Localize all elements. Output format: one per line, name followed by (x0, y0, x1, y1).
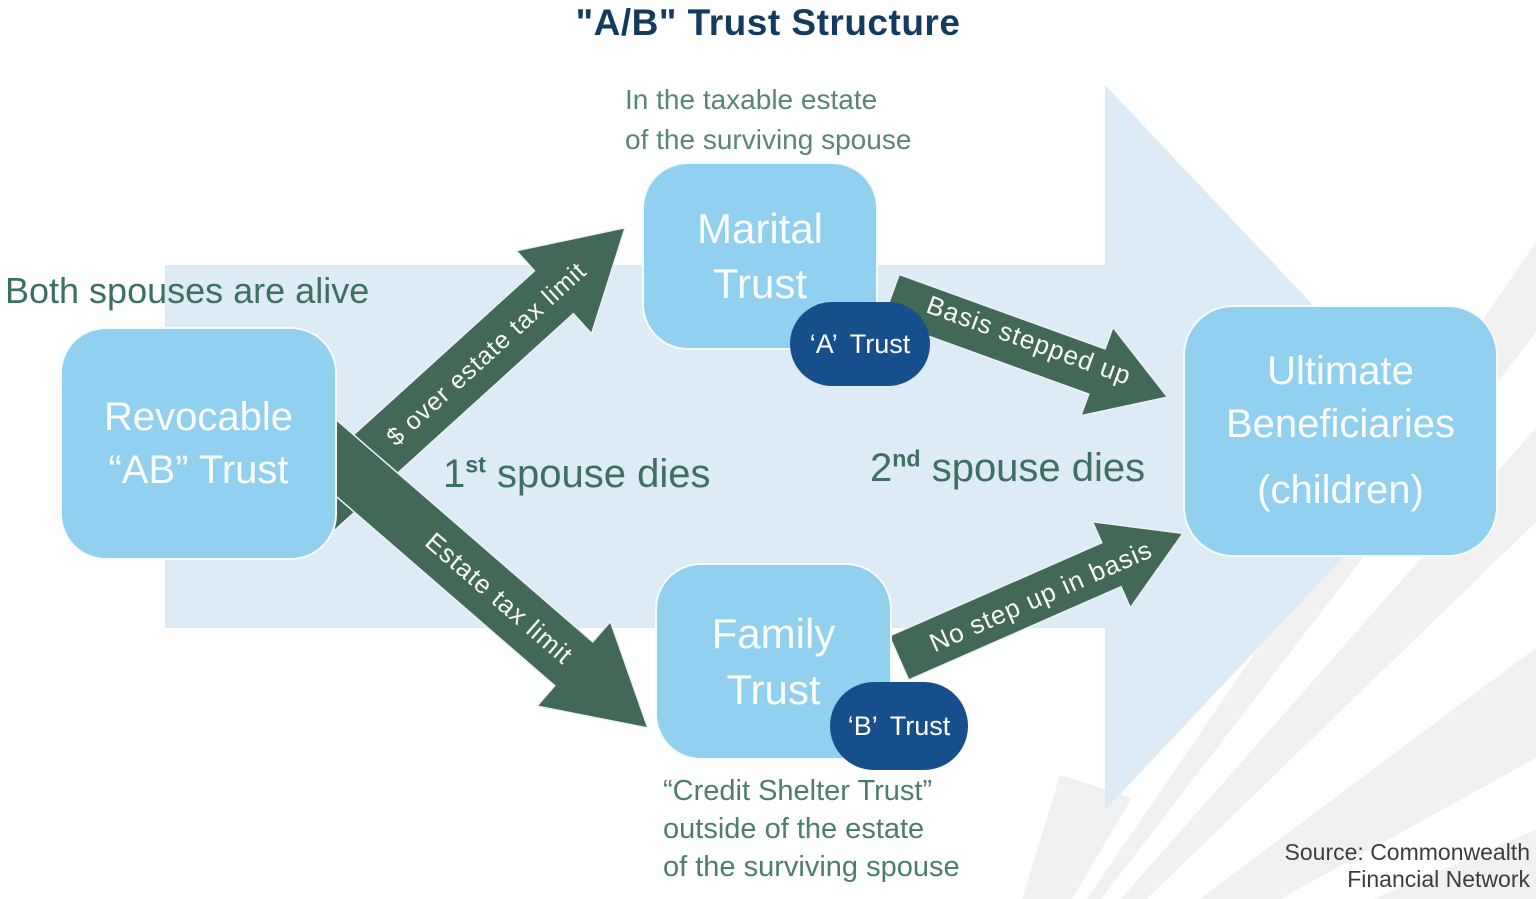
first-spouse-ordinal: st (465, 451, 486, 478)
credit-shelter-note: “Credit Shelter Trust” outside of the es… (663, 772, 960, 886)
marital-box-line1: Marital (696, 204, 824, 252)
revocable-box-line2: “AB” Trust (108, 447, 289, 492)
a-trust-badge: ‘A’ Trust (790, 302, 930, 386)
credit-shelter-line3: of the surviving spouse (663, 851, 960, 883)
source-line2: Financial Network (1347, 866, 1530, 892)
ultimate-box-line1: Ultimate (1267, 348, 1414, 393)
family-box-line1: Family (711, 610, 836, 658)
no-step-up-arrow (888, 520, 1185, 681)
second-spouse-dies-label: 2nd spouse dies (870, 446, 1145, 491)
family-box-line2: Trust (726, 665, 821, 713)
first-spouse-rest: spouse dies (485, 452, 711, 496)
taxable-estate-note-line2: of the surviving spouse (625, 124, 912, 155)
revocable-box-line1: Revocable (103, 394, 293, 439)
ultimate-beneficiaries-box: Ultimate Beneficiaries (children) (1183, 305, 1498, 557)
first-spouse-num: 1 (443, 452, 466, 496)
page-title: "A/B" Trust Structure (575, 2, 961, 43)
ray (1199, 648, 1536, 899)
source-attribution: Source: Commonwealth Financial Network (1285, 839, 1530, 893)
background-flow-arrow (165, 85, 1447, 810)
taxable-estate-note-line1: In the taxable estate (625, 84, 878, 115)
b-trust-badge: ‘B’ Trust (830, 682, 968, 770)
first-spouse-dies-label: 1st spouse dies (443, 452, 710, 497)
taxable-estate-note: In the taxable estate of the surviving s… (625, 80, 911, 160)
second-spouse-num: 2 (870, 446, 893, 490)
ray (1373, 830, 1536, 899)
estate-tax-limit-arrow (295, 417, 649, 729)
revocable-ab-trust-box: Revocable “AB” Trust (60, 327, 337, 560)
second-spouse-rest: spouse dies (920, 446, 1146, 490)
marital-box-line2: Trust (712, 260, 808, 307)
source-line1: Source: Commonwealth (1284, 839, 1530, 865)
credit-shelter-line2: outside of the estate (663, 813, 925, 845)
ultimate-box-line2: Beneficiaries (1225, 401, 1455, 446)
ray (1120, 428, 1536, 899)
both-spouses-alive-label: Both spouses are alive (5, 270, 370, 311)
ultimate-box-line3: (children) (1257, 468, 1424, 513)
second-spouse-ordinal: nd (892, 445, 921, 472)
credit-shelter-line1: “Credit Shelter Trust” (663, 775, 933, 807)
ray (1022, 775, 1132, 899)
family-trust-box: Family Trust (655, 563, 892, 760)
